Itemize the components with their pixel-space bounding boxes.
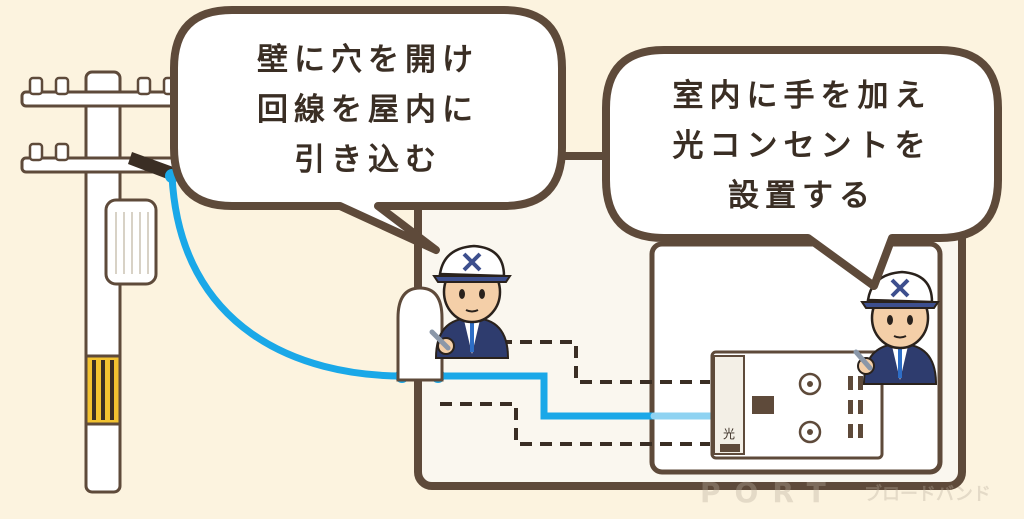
worker-icon [853,270,940,385]
outlet-label: 光 [723,427,735,441]
speech-bubble-left: 壁に穴を開け 回線を屋内に 引き込む [170,6,566,254]
bubble-right-line-2: 光コンセントを [673,128,932,164]
watermark-sub: ブロードバンド [864,483,991,505]
bubble-right-line-1: 室内に手を加え [673,78,932,114]
speech-bubble-right: 室内に手を加え 光コンセントを 設置する [602,46,1002,290]
wall-entry-icon [396,286,444,382]
bubble-left-line-3: 引き込む [294,142,442,178]
bubble-left-line-1: 壁に穴を開け [257,42,479,78]
optical-outlet-icon: 光 [710,350,884,460]
watermark-brand: PORT [700,476,840,509]
existing-cables [440,340,710,446]
bubble-left-line-2: 回線を屋内に [257,92,479,128]
watermark: PORT ブロードバンド [700,476,991,509]
worker-icon [429,244,512,359]
bubble-right-line-3: 設置する [728,178,876,214]
